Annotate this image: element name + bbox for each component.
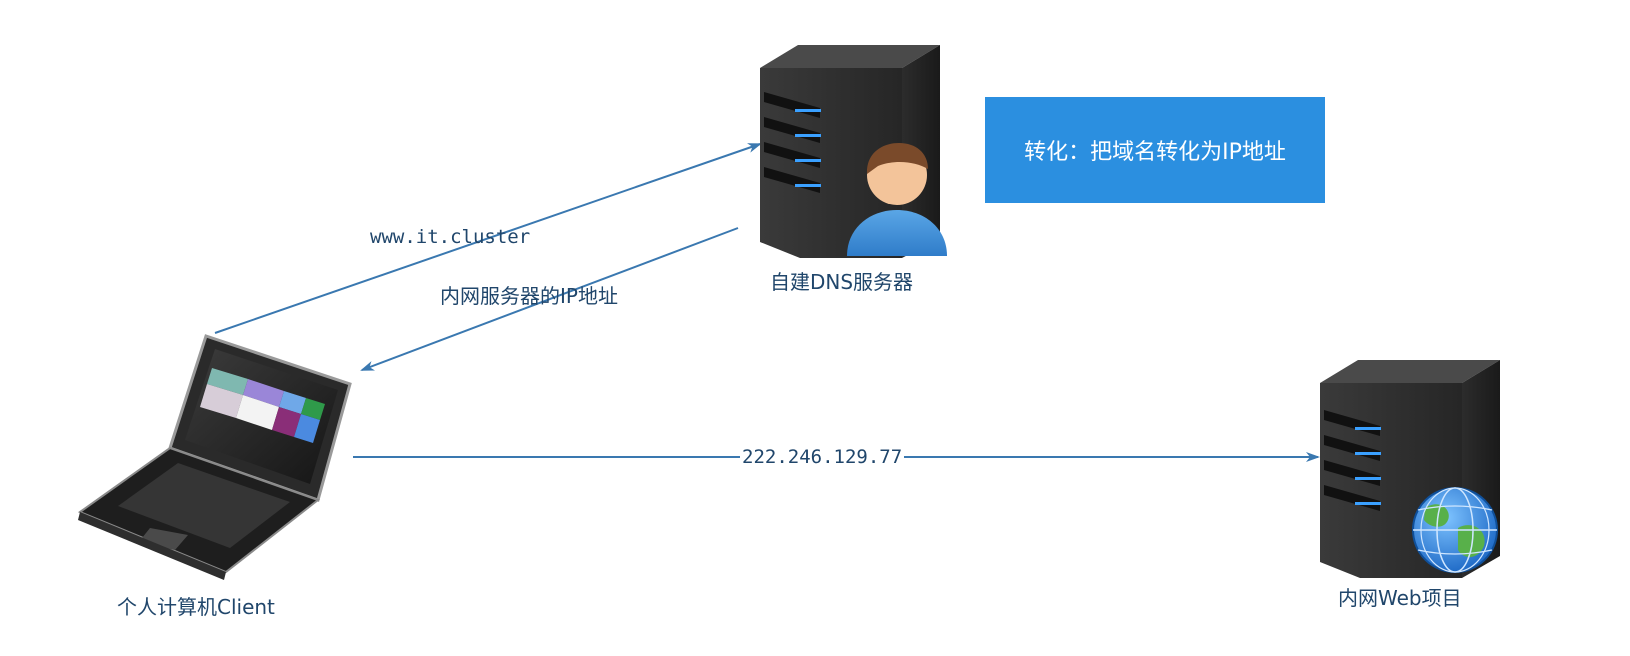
globe-icon: [1412, 487, 1498, 573]
reply-label: 内网服务器的IP地址: [440, 284, 618, 308]
query-arrow: [214, 143, 762, 334]
callout-text: 转化：把域名转化为IP地址: [1024, 140, 1286, 165]
client-label: 个人计算机Client: [117, 595, 275, 619]
reply-arrow: [360, 227, 739, 371]
request-label: 222.246.129.77: [740, 446, 905, 468]
callout-box: 转化：把域名转化为IP地址: [985, 97, 1325, 203]
person-icon: [847, 143, 947, 256]
web-server-label: 内网Web项目: [1338, 586, 1462, 610]
query-label: www.it.cluster: [370, 226, 531, 248]
laptop-icon: [77, 334, 352, 580]
dns-server-label: 自建DNS服务器: [770, 270, 914, 294]
dns-server-icon: [760, 45, 940, 258]
